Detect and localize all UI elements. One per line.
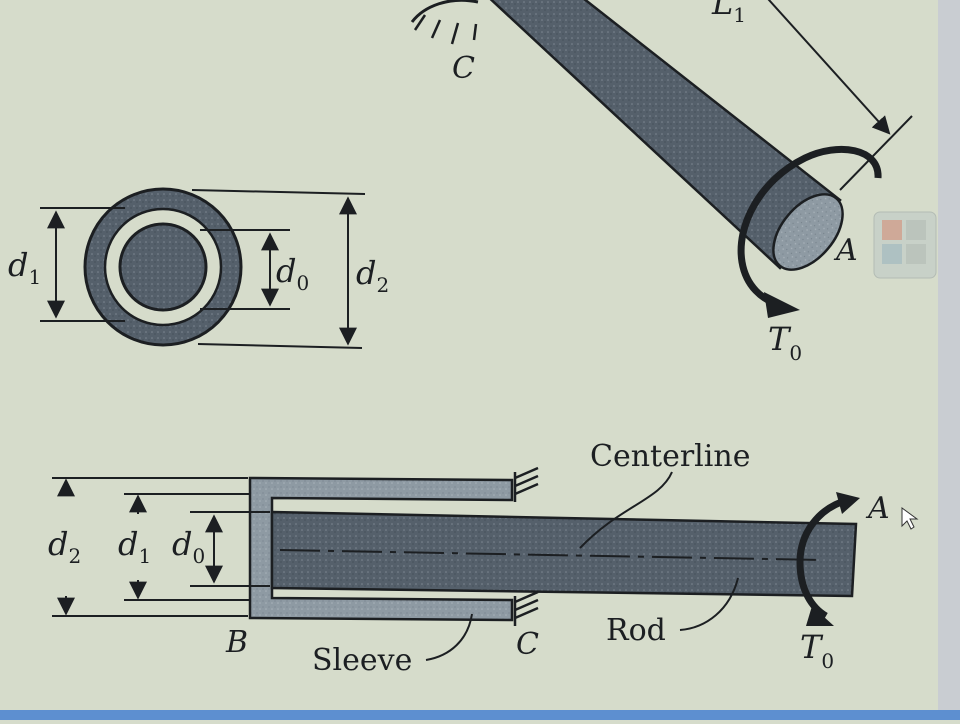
rod-section-long bbox=[270, 510, 858, 598]
torque-arrowhead-bottom bbox=[836, 492, 860, 514]
torque-arrowhead-bottom-lower bbox=[806, 606, 834, 626]
mouse-cursor-icon bbox=[901, 507, 919, 530]
label-d2-long: d2 bbox=[48, 525, 81, 568]
label-a-bottom: A bbox=[865, 491, 890, 526]
label-d0-section: d0 bbox=[276, 252, 309, 295]
rod-section bbox=[118, 222, 208, 312]
support-c-arc bbox=[410, 0, 479, 23]
label-rod: Rod bbox=[606, 613, 666, 648]
label-c-top: C bbox=[452, 51, 475, 86]
torque-arrowhead-top bbox=[764, 292, 800, 318]
cross-section-view: d1 d0 d2 bbox=[8, 187, 389, 349]
perspective-rod-view: L1 C A T0 bbox=[410, 0, 913, 365]
label-sleeve: Sleeve bbox=[312, 643, 412, 678]
longitudinal-section-view: d2 d1 d0 Centerline Sleeve Rod B C A T0 bbox=[48, 439, 890, 678]
sleeve-section bbox=[248, 476, 514, 622]
torque-arrow-top bbox=[737, 145, 882, 309]
label-b: B bbox=[225, 625, 248, 660]
desktop-app-icon bbox=[873, 211, 937, 279]
label-c-bottom: C bbox=[516, 627, 539, 662]
rod-leader bbox=[679, 577, 739, 631]
label-a-top: A bbox=[833, 233, 858, 268]
rod-end-face-a bbox=[772, 193, 844, 271]
label-d1-section: d1 bbox=[8, 246, 41, 289]
dim-l1-extension bbox=[839, 115, 913, 191]
d2-ext-bottom bbox=[197, 343, 363, 349]
taskbar-strip bbox=[0, 710, 960, 720]
d2-ext-top bbox=[191, 189, 366, 195]
support-c-hatch bbox=[413, 14, 478, 45]
centerline bbox=[279, 549, 821, 561]
sleeve-leader bbox=[425, 613, 473, 661]
centerline-leader bbox=[579, 471, 673, 549]
label-l1: L1 bbox=[711, 0, 746, 27]
label-d1-long: d1 bbox=[118, 525, 151, 568]
torque-arrow-bottom bbox=[796, 496, 850, 620]
support-c-top-hatch bbox=[513, 466, 539, 502]
support-c-bottom-hatch bbox=[513, 590, 539, 626]
label-d0-long: d0 bbox=[172, 525, 205, 568]
screen-bezel-edge bbox=[938, 0, 960, 720]
label-t0-top: T0 bbox=[768, 320, 802, 365]
label-t0-bottom: T0 bbox=[800, 628, 834, 673]
dim-l1-line bbox=[767, 0, 891, 135]
label-d2-section: d2 bbox=[356, 254, 389, 297]
label-centerline: Centerline bbox=[590, 439, 750, 474]
